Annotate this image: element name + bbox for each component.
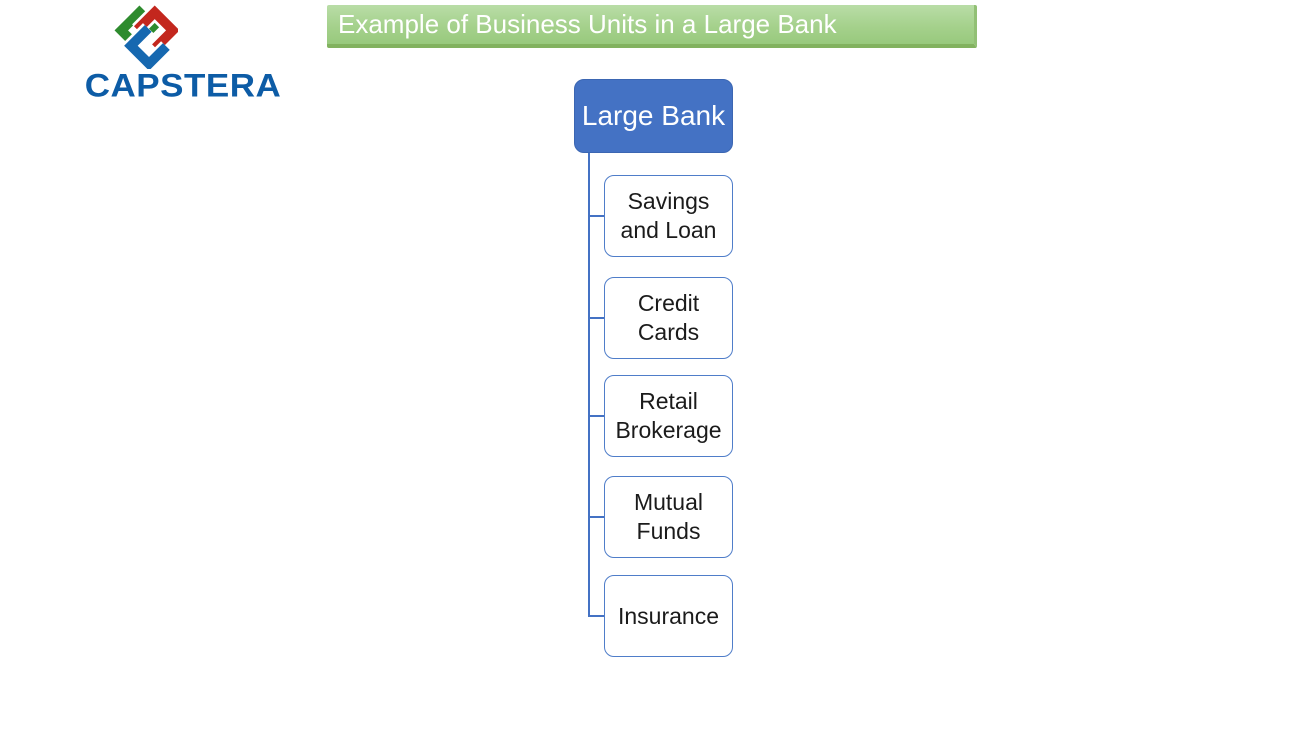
node-credit-cards: Credit Cards (604, 277, 733, 359)
node-label-line: Credit (637, 290, 700, 316)
node-insurance: Insurance (604, 575, 733, 657)
capstera-logo-text: CAPSTERA (84, 68, 282, 104)
connector-elbow (588, 516, 605, 518)
node-label-line: and Loan (620, 217, 717, 243)
capstera-logo-icon (114, 5, 178, 69)
node-label-line: Savings (627, 188, 710, 214)
connector-vertical-line (588, 153, 590, 617)
node-retail-brokerage: Retail Brokerage (604, 375, 733, 457)
title-banner: Example of Business Units in a Large Ban… (327, 5, 977, 48)
node-large-bank-label: Large Bank (581, 100, 726, 131)
node-label-line: Cards (637, 319, 700, 345)
node-mutual-funds: Mutual Funds (604, 476, 733, 558)
node-savings-and-loan: Savings and Loan (604, 175, 733, 257)
connector-elbow (588, 215, 605, 217)
node-label-line: Retail (639, 388, 698, 414)
connector-elbow (588, 415, 605, 417)
connector-elbow (588, 615, 605, 617)
title-text: Example of Business Units in a Large Ban… (338, 9, 837, 39)
node-label-line: Brokerage (615, 417, 722, 443)
node-label-line: Mutual (633, 489, 704, 515)
node-large-bank: Large Bank (574, 79, 733, 153)
node-label-line: Funds (636, 518, 701, 544)
node-label-line: Insurance (617, 602, 719, 629)
connector-elbow (588, 317, 605, 319)
